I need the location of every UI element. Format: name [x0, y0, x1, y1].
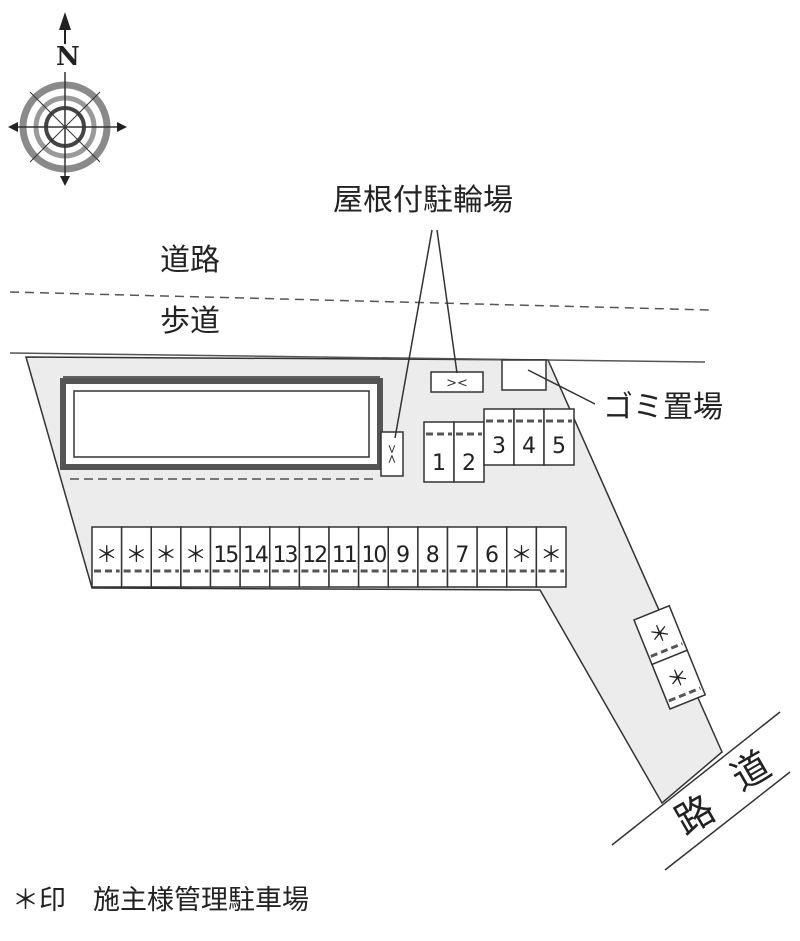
parking-slot-box — [543, 408, 575, 466]
parking-slot: ＊ — [633, 604, 689, 666]
bicycle-parking-slot-2 — [380, 431, 404, 477]
parking-slot: ＊ — [506, 526, 538, 588]
parking-slot-box — [209, 526, 241, 588]
parking-slot: ＊ — [120, 526, 152, 588]
parking-slot-label: 9 — [396, 543, 410, 568]
parking-slot: ＊ — [91, 526, 123, 588]
bicycle-marker-icon: >< — [446, 376, 468, 391]
parking-slot: 8 — [417, 526, 449, 588]
parking-slot-box — [535, 526, 567, 588]
parking-slot: 7 — [446, 526, 478, 588]
parking-slot-label: 8 — [426, 543, 440, 568]
parking-slot: 15 — [209, 526, 241, 588]
label-roof-bicycle-parking: 屋根付駐輪場 — [333, 183, 513, 218]
parking-slot-label: 5 — [552, 434, 566, 459]
parking-slot: 13 — [269, 526, 301, 588]
bicycle-marker-icon: >< — [385, 444, 399, 464]
parking-slot-dash — [668, 686, 701, 703]
leader-line-garbage — [527, 369, 596, 405]
parking-slot: ＊ — [150, 526, 182, 588]
parking-diagonal-row: ＊＊ — [633, 604, 707, 710]
parking-slot-label: ＊ — [125, 543, 147, 568]
parking-slot: 14 — [239, 526, 271, 588]
leader-line-bicycle-1 — [394, 229, 433, 439]
label-road-top: 道路 — [160, 243, 220, 278]
parking-slot-box — [120, 526, 152, 588]
label-sidewalk: 歩道 — [160, 304, 220, 339]
parking-slot-label: ＊ — [540, 543, 562, 568]
parking-slot: 4 — [513, 408, 545, 466]
label-garbage-area: ゴミ置場 — [603, 390, 723, 425]
parking-slot-label: 10 — [361, 543, 386, 568]
road-sidewalk-boundary — [9, 291, 711, 311]
parking-slot-label: 7 — [455, 543, 469, 568]
parking-slot-label: 14 — [243, 543, 268, 568]
parking-slot-label: 12 — [302, 543, 326, 568]
parking-slot: 6 — [476, 526, 508, 588]
parking-slot-label: 4 — [522, 434, 536, 459]
parking-slot-label: 2 — [462, 451, 476, 476]
parking-slot-box — [453, 421, 485, 483]
parking-slot: 9 — [387, 526, 419, 588]
parking-slot-box — [506, 526, 538, 588]
parking-slot-box — [476, 526, 508, 588]
compass-north-label: N — [56, 42, 80, 72]
parking-slot: 2 — [453, 421, 485, 483]
parking-slot: 5 — [543, 408, 575, 466]
parking-slot-box — [91, 526, 123, 588]
legend-text: ＊印 施主様管理駐車場 — [12, 885, 309, 916]
parking-slot-box — [387, 526, 419, 588]
parking-slot-box — [328, 526, 360, 588]
parking-slot-box — [180, 526, 212, 588]
building-inner — [73, 390, 370, 458]
parking-slot: 12 — [298, 526, 330, 588]
compass-rose-icon — [8, 12, 127, 186]
parking-slot-label: 15 — [213, 543, 238, 568]
parking-diagonal-group: ＊＊ — [633, 604, 707, 710]
parking-slot-box — [357, 526, 389, 588]
parking-slot-box — [483, 408, 515, 466]
parking-slot-label: 3 — [492, 434, 506, 459]
parking-slot-box — [513, 408, 545, 466]
parking-slot-box — [150, 526, 182, 588]
parking-slot-dash — [650, 642, 683, 658]
parking-slot-label: ＊ — [511, 543, 533, 568]
leader-line-bicycle-2 — [436, 229, 458, 374]
parking-slot-box — [446, 526, 478, 588]
parking-slot-label: 13 — [273, 543, 298, 568]
parking-slot-box — [298, 526, 330, 588]
parking-slot: ＊ — [651, 649, 707, 710]
road-bottom-edge-2 — [664, 771, 791, 871]
road-bottom-edge-1 — [611, 711, 781, 846]
parking-slot: 3 — [483, 408, 515, 466]
parking-slot-label: ＊ — [185, 543, 207, 568]
sidewalk-edge-line — [9, 352, 706, 363]
parking-slot: ＊ — [535, 526, 567, 588]
parking-slot: 1 — [423, 421, 455, 483]
parking-slot-label: 1 — [432, 451, 446, 476]
parking-slot: 10 — [357, 526, 389, 588]
parking-slot-label: 6 — [485, 543, 499, 568]
parking-slot-box — [239, 526, 271, 588]
parking-slot-box — [651, 649, 707, 710]
parking-slot-box — [423, 421, 455, 483]
parking-slot-label: 11 — [332, 543, 356, 568]
parking-slot-label: ＊ — [96, 543, 118, 568]
parking-slot-label: ＊ — [155, 543, 177, 568]
parking-slot: ＊ — [180, 526, 212, 588]
parking-slot: 11 — [328, 526, 360, 588]
